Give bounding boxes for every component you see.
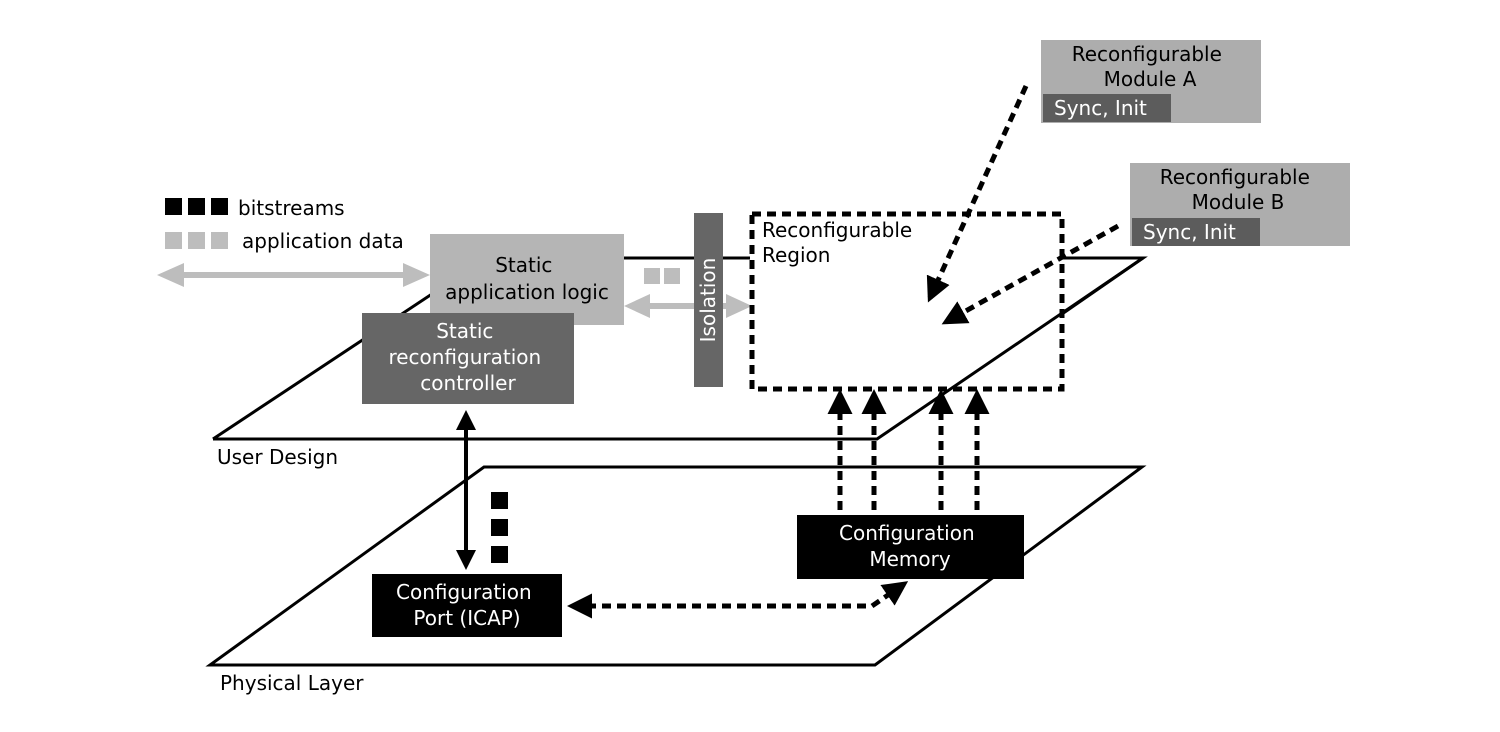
module-a-title: Reconfigurable Module A: [1072, 42, 1229, 91]
static-application-logic-block: [430, 234, 624, 325]
module-a-sync-init-label: Sync, Init: [1054, 96, 1147, 120]
physical-layer-plane: [205, 465, 1147, 667]
reconfigurable-region: [749, 211, 1065, 392]
appdata-square: [188, 232, 205, 249]
user-design-plane-edge-right: [1061, 256, 1144, 316]
reconfigurable-region-label: Reconfigurable Region: [762, 218, 919, 267]
module-b-load-arrow: [941, 223, 1120, 325]
user-design-plane: [213, 256, 1148, 441]
module-b-title: Reconfigurable Module B: [1160, 165, 1317, 214]
appdata-square: [664, 268, 680, 284]
configuration-port-block: [372, 574, 562, 637]
configuration-port-label: Configuration Port (ICAP): [396, 580, 538, 630]
physical-layer-label: Physical Layer: [220, 671, 364, 695]
port-memory-arrow: [567, 581, 909, 619]
bitstream-square: [491, 519, 508, 536]
appdata-arrow-isolation-head-left: [624, 294, 650, 318]
static-reconfiguration-controller-label: Static reconfiguration controller: [388, 319, 547, 395]
module-a-sync-init: [1043, 94, 1171, 122]
legend: bitstreams application data: [165, 196, 404, 253]
module-b-sync-init: [1132, 218, 1260, 246]
isolation-label: Isolation: [696, 258, 720, 343]
bitstream-square: [211, 198, 228, 215]
appdata-arrow-head-right: [403, 263, 430, 287]
configuration-memory-block: [797, 515, 1024, 579]
bitstream-square: [165, 198, 182, 215]
legend-bitstreams-label: bitstreams: [238, 196, 345, 220]
module-a-load-arrow: [926, 84, 1029, 303]
appdata-arrow-head-left: [157, 263, 184, 287]
legend-appdata-label: application data: [242, 229, 404, 253]
user-design-label: User Design: [217, 445, 338, 469]
static-application-logic-label: Static application logic: [445, 253, 609, 304]
appdata-square: [644, 268, 660, 284]
isolation-block: [694, 213, 723, 387]
module-b-sync-init-label: Sync, Init: [1143, 220, 1236, 244]
configuration-memory-label: Configuration Memory: [839, 521, 981, 571]
appdata-square: [165, 232, 182, 249]
appdata-arrow-isolation-head-right: [726, 294, 752, 318]
bitstream-square: [491, 546, 508, 563]
bitstream-square: [491, 492, 508, 509]
bitstream-square: [188, 198, 205, 215]
appdata-square: [211, 232, 228, 249]
static-reconfiguration-controller-block: [362, 313, 574, 404]
